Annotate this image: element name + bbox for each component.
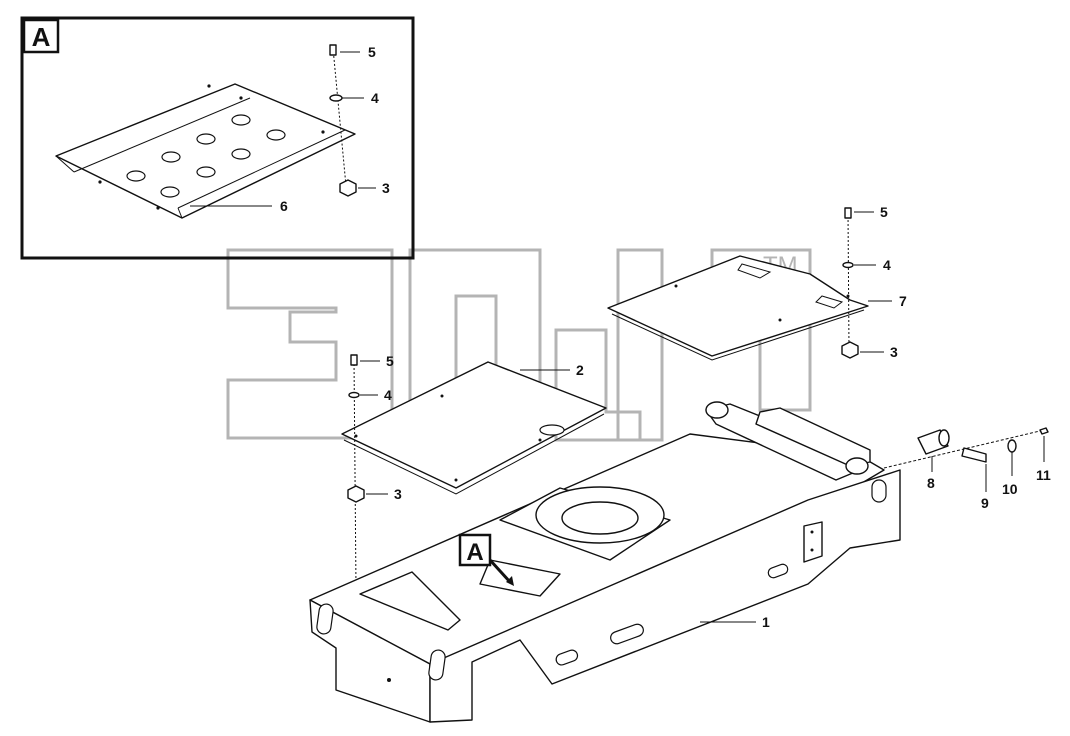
label-pin-11: 11: [1036, 467, 1051, 483]
nut-3-left: [347, 485, 365, 503]
label-detail-5: 5: [368, 44, 376, 60]
label-frame-1: 1: [762, 614, 770, 630]
label-pin-10: 10: [1002, 481, 1018, 497]
bolt-5-left: [350, 354, 358, 366]
nut-11: [1039, 427, 1049, 435]
washer-4-left: [348, 391, 360, 399]
label-pin-9: 9: [981, 495, 989, 511]
main-frame: [309, 401, 901, 723]
bolt-9: [961, 447, 987, 463]
label-left-3: 3: [394, 486, 402, 502]
detail-view-a: A 5 4: [20, 16, 415, 260]
label-left-2: 2: [576, 362, 584, 378]
washer-4-detail: [329, 94, 343, 102]
bolt-5-right: [844, 207, 852, 219]
label-right-3: 3: [890, 344, 898, 360]
washer-10: [1007, 439, 1017, 453]
bolt-5-detail: [329, 44, 337, 56]
label-detail-3: 3: [382, 180, 390, 196]
nut-3-right: [841, 341, 859, 359]
label-right-7: 7: [899, 293, 907, 309]
label-detail-6: 6: [280, 198, 288, 214]
nut-3-detail: [339, 179, 357, 197]
callout-tag: A: [466, 539, 483, 566]
washer-4-right: [842, 261, 854, 269]
cover-plate-2: [341, 361, 607, 495]
label-right-5: 5: [880, 204, 888, 220]
label-pin-8: 8: [927, 475, 935, 491]
callout-a: A: [458, 533, 514, 586]
cover-plate-7: [607, 255, 869, 361]
label-right-4: 4: [883, 257, 891, 273]
label-left-5: 5: [386, 353, 394, 369]
detail-tag: A: [32, 22, 51, 52]
skid-plate: [55, 83, 356, 219]
pin-assembly: [883, 427, 1049, 469]
label-left-4: 4: [384, 387, 392, 403]
label-detail-4: 4: [371, 90, 379, 106]
